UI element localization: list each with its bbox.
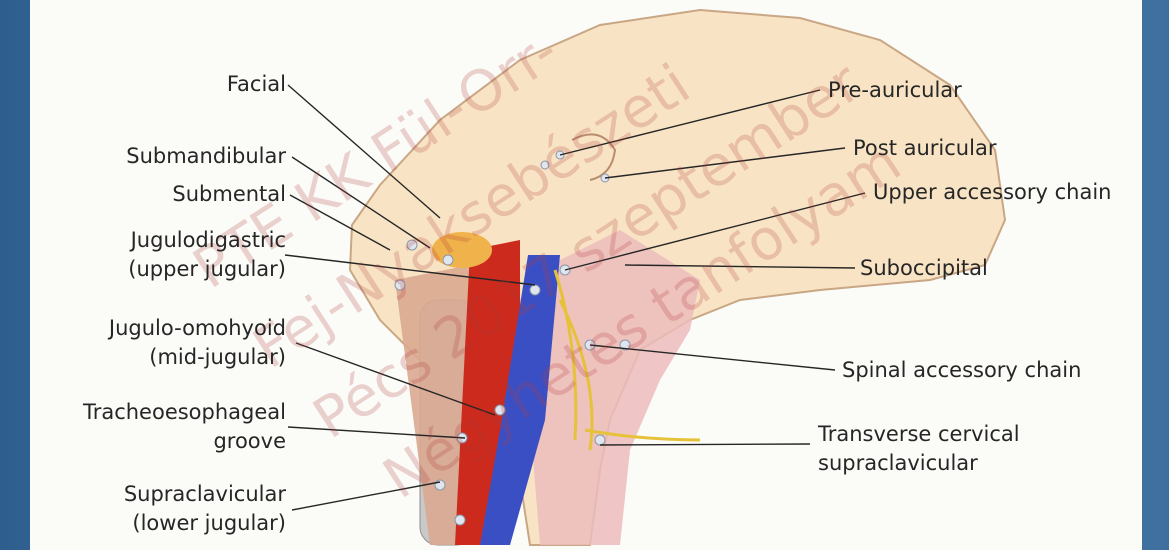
label-submandibular: Submandibular <box>126 142 286 171</box>
label-facial: Facial <box>227 70 286 99</box>
label-upper-accessory-chain: Upper accessory chain <box>873 178 1111 207</box>
label-supraclavicular: Supraclavicular(lower jugular) <box>124 480 286 538</box>
label-spinal-accessory-chain: Spinal accessory chain <box>842 356 1081 385</box>
label-jugulodigastric: Jugulodigastric(upper jugular) <box>128 226 286 284</box>
label-post-auricular: Post auricular <box>853 134 996 163</box>
label-submental: Submental <box>172 180 286 209</box>
label-jugulo-omohyoid: Jugulo-omohyoid(mid-jugular) <box>109 314 286 372</box>
label-suboccipital: Suboccipital <box>860 254 988 283</box>
label-pre-auricular: Pre-auricular <box>828 76 962 105</box>
